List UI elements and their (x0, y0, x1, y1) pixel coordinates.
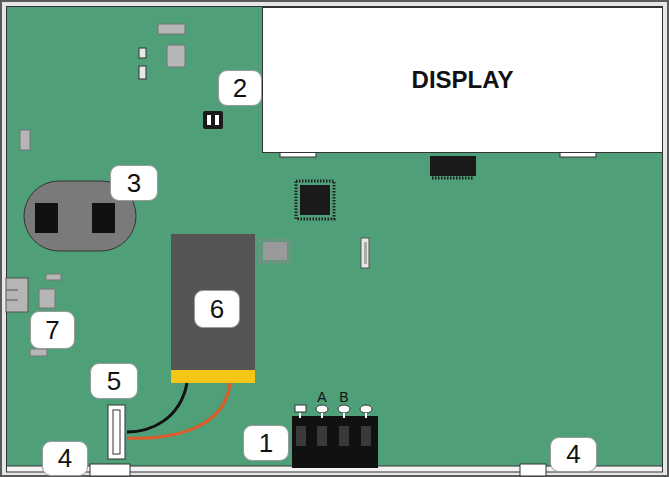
battery-connector (108, 405, 125, 459)
pin-name: A (315, 389, 329, 405)
callout-number: 6 (194, 290, 240, 328)
chip-body (300, 185, 330, 215)
connector-pins (432, 177, 474, 180)
smd-connector (361, 238, 369, 268)
terminal-pin (360, 405, 372, 413)
grey-chip (260, 240, 290, 262)
terminal-body (292, 416, 378, 468)
connector-body (430, 156, 476, 176)
chip-body (203, 111, 223, 129)
terminal-pin (295, 405, 306, 412)
display-label: DISPLAY (412, 66, 514, 94)
callout-number: 1 (243, 425, 289, 461)
side-connector-line (6, 300, 18, 301)
battery-contact (92, 203, 115, 233)
small-chip (203, 111, 223, 129)
housing-clip (520, 464, 546, 476)
callout-number: 4 (42, 441, 88, 476)
smd-part (39, 289, 55, 308)
smd-part (167, 45, 185, 67)
terminal-pin (338, 405, 350, 413)
callout-number: 3 (110, 165, 158, 201)
terminal-screw (317, 426, 327, 446)
terminal-lead (365, 413, 367, 418)
smd-part (46, 274, 61, 280)
smd-part (30, 349, 47, 356)
terminal-screw (339, 426, 349, 446)
smd-resistor (139, 48, 146, 58)
chip-pins (260, 240, 290, 262)
callout-number: 2 (218, 70, 262, 106)
callout-number: 4 (550, 437, 597, 472)
battery-pack (171, 234, 255, 371)
side-connector-line (6, 290, 18, 291)
callout-number: 5 (90, 363, 138, 399)
terminal-screw (296, 426, 306, 446)
pin-name: B (337, 389, 351, 405)
smd-connector-slot (364, 242, 367, 264)
red-wire (127, 383, 230, 438)
microcontroller (296, 181, 334, 219)
battery-contact (35, 203, 58, 233)
terminal-pin (316, 405, 328, 413)
terminal-lead (321, 413, 323, 418)
chip-pins (296, 181, 334, 219)
terminal-lead (343, 413, 345, 418)
circuit-board (7, 7, 663, 467)
terminal-lead (299, 413, 301, 418)
chip-window (207, 115, 219, 125)
smd-part (20, 130, 30, 150)
callout-number: 7 (30, 311, 75, 349)
display-connector (430, 156, 476, 178)
battery-connector-slot (113, 410, 120, 454)
display-panel: DISPLAY (262, 7, 663, 153)
battery-label-band (171, 370, 255, 383)
smd-part (158, 24, 185, 34)
chip-bar (211, 115, 215, 125)
side-connector (6, 278, 28, 312)
terminal-block (292, 405, 378, 468)
chip-body (263, 242, 287, 260)
housing-clip (90, 464, 130, 476)
smd-resistor (139, 66, 146, 79)
terminal-screw (361, 426, 371, 446)
